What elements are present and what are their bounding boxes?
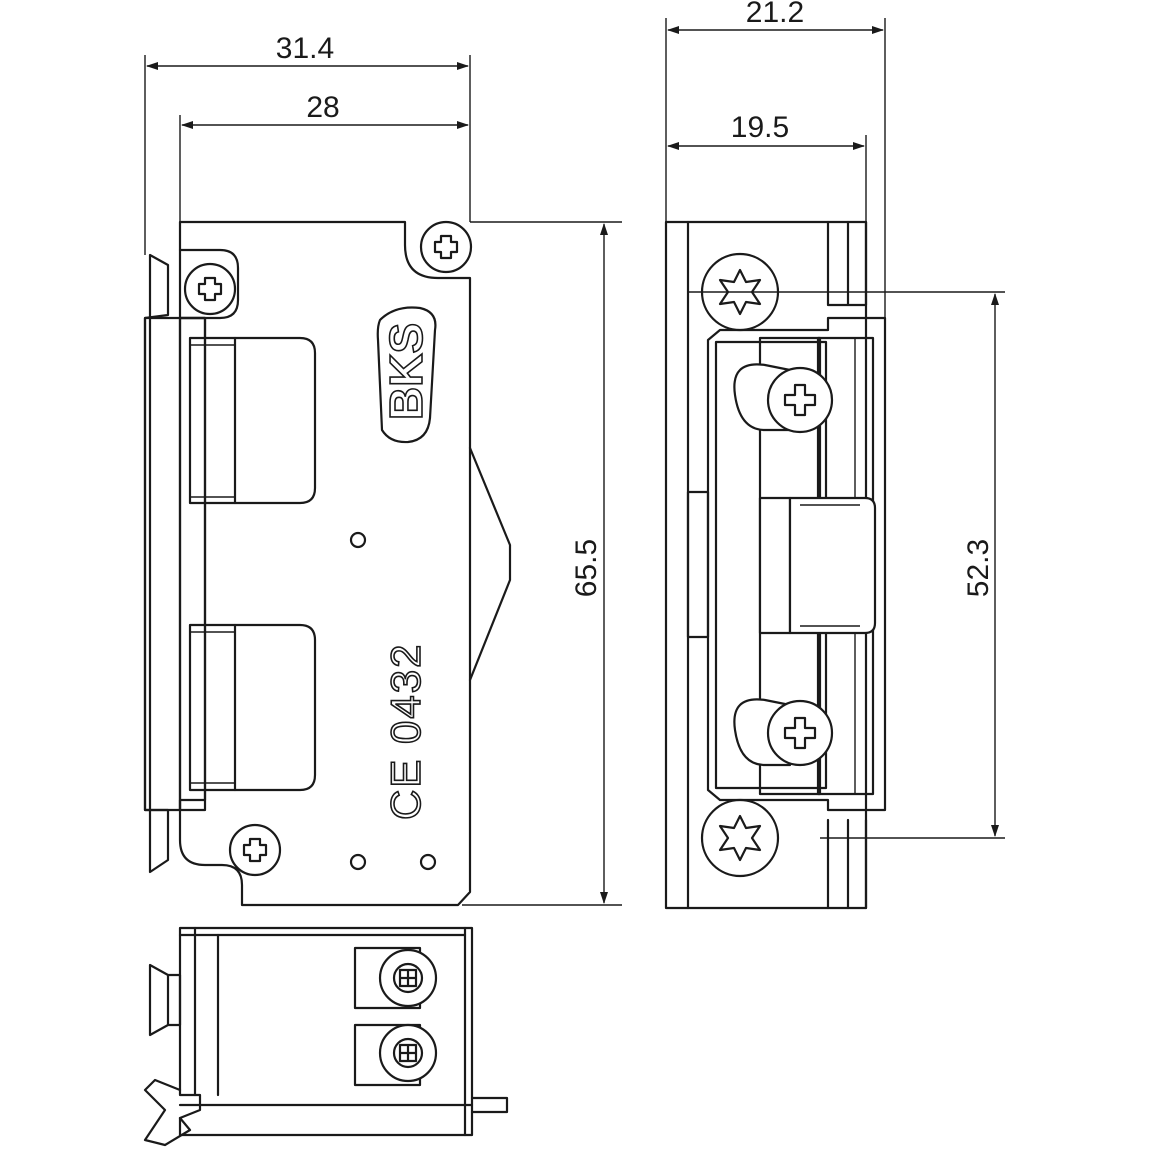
front-view: BKS CE 0432 — [143, 220, 512, 907]
front-screw-top-right — [419, 220, 473, 274]
dim-label-52-3: 52.3 — [962, 539, 995, 597]
side-central-latch — [758, 496, 877, 635]
front-hole-3 — [419, 853, 437, 871]
ce-marking: CE 0432 — [382, 643, 429, 820]
front-hole-2 — [349, 853, 367, 871]
side-torx-screw-bottom — [700, 798, 780, 878]
front-lip-inner-bar — [178, 316, 207, 812]
side-adjust-screw-bottom — [733, 698, 834, 767]
terminal-screw-1 — [378, 948, 438, 1008]
dim-label-65-5: 65.5 — [570, 539, 603, 597]
dim-label-21-2: 21.2 — [746, 0, 804, 29]
front-latch-bevel — [468, 446, 512, 682]
side-right-edge — [826, 220, 868, 910]
brand-logo: BKS — [376, 306, 437, 444]
bottom-left-lip — [148, 963, 182, 1037]
dim-label-28: 28 — [306, 91, 339, 124]
side-mechanism-frame — [706, 316, 887, 812]
front-screw-bottom — [228, 823, 282, 877]
side-view — [664, 220, 887, 910]
front-left-lip — [143, 253, 170, 874]
front-upper-latch — [188, 336, 317, 505]
front-top-left-notch — [178, 248, 240, 320]
side-left-tab — [686, 490, 710, 639]
dim-label-19-5: 19.5 — [731, 111, 789, 144]
front-hole-1 — [349, 531, 367, 549]
front-lower-latch — [188, 623, 317, 792]
side-dimensions: 21.2 19.5 52.3 — [665, 0, 1005, 839]
front-dimensions: 31.4 28 65.5 — [144, 32, 622, 906]
brand-logo-text: BKS — [380, 323, 432, 420]
front-faceplate — [178, 220, 472, 907]
terminal-screw-2 — [378, 1023, 438, 1083]
front-screw-top-left — [183, 262, 237, 316]
bottom-left-hook — [143, 1078, 192, 1147]
bottom-view — [143, 926, 509, 1147]
dim-label-31-4: 31.4 — [276, 32, 334, 65]
side-adjust-screw-top — [733, 363, 834, 434]
bottom-latch-pin — [470, 1096, 509, 1114]
